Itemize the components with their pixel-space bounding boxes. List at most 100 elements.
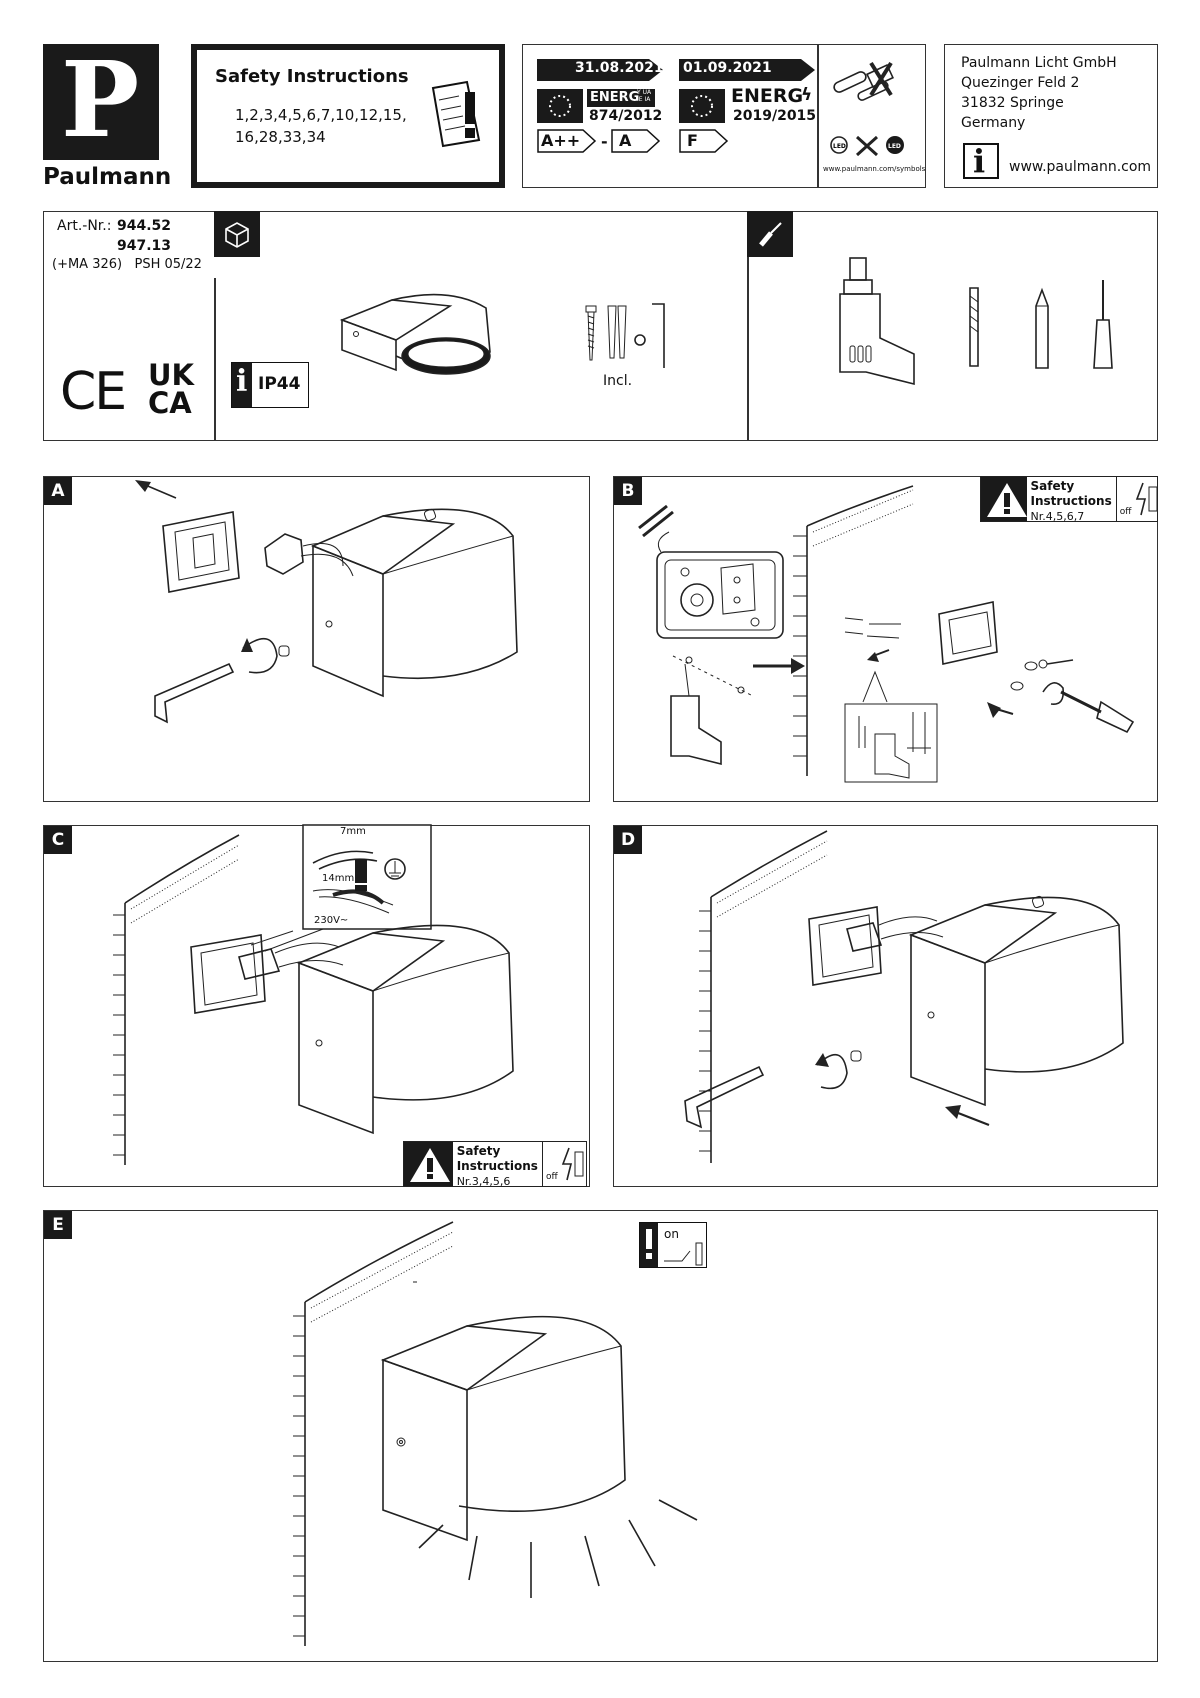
article-extra: (+MA 326) PSH 05/22 <box>52 257 202 272</box>
tools-icon <box>747 211 793 257</box>
warning-triangle-icon <box>981 477 1027 521</box>
drill-bit-icon <box>969 287 979 367</box>
reg-1: 874/2012 <box>589 108 663 124</box>
step-d-label: D <box>614 826 642 854</box>
info-divider-2 <box>747 211 749 441</box>
power-off-icon: off <box>1117 477 1158 521</box>
company-web[interactable]: www.paulmann.com <box>1009 159 1152 175</box>
safety-instructions-box: Safety Instructions 1,2,3,4,5,6,7,10,12,… <box>191 44 505 188</box>
strip-length-2: 14mm <box>322 873 355 884</box>
ip-info-icon: i IP44 <box>231 362 309 408</box>
company-box: Paulmann Licht GmbH Quezinger Feld 2 318… <box>944 44 1158 188</box>
brand-name: Paulmann <box>43 164 172 190</box>
step-a-label: A <box>44 477 72 505</box>
article-label: Art.-Nr.: <box>57 218 112 234</box>
ip-info-bar: i <box>232 363 252 407</box>
power-on-sign: on <box>639 1222 707 1268</box>
eu-flag-icon-2 <box>679 89 725 123</box>
step-c-label: C <box>44 826 72 854</box>
class-to: A <box>619 131 632 150</box>
class-arrow-3 <box>679 129 729 153</box>
step-b-sign-text: Safety Instructions Nr.4,5,6,7 <box>1027 477 1117 523</box>
class-sep: - <box>601 132 608 151</box>
brand-logo: P <box>43 38 159 161</box>
info-icon-glyph: i <box>973 142 986 180</box>
screwdriver-icon <box>1093 280 1113 369</box>
class-from: A++ <box>541 131 581 150</box>
energy-badge-1 <box>587 89 655 107</box>
led-led-icon: LED LED <box>830 135 904 157</box>
document-warning-icon <box>431 80 481 148</box>
class-2: F <box>687 131 698 150</box>
ce-mark: CE <box>60 362 127 422</box>
svg-text:LED: LED <box>888 143 901 150</box>
step-e-illustration <box>293 1221 698 1646</box>
svg-text:LED: LED <box>833 143 846 150</box>
energy-divider <box>817 45 819 187</box>
step-b-off: off <box>1119 507 1132 517</box>
info-divider-1 <box>214 278 216 440</box>
package-icon <box>225 222 249 248</box>
ip-rating: IP44 <box>258 374 301 394</box>
company-city: 31832 Springe <box>961 95 1064 111</box>
power-on-warning-bar <box>640 1223 658 1267</box>
product-info-box <box>43 211 1158 441</box>
energ-2: ENERG <box>731 85 804 107</box>
step-b-label: B <box>614 477 642 505</box>
voltage-label: 230V~ <box>314 915 349 926</box>
step-c-off: off <box>545 1172 558 1182</box>
exclamation-icon <box>646 1229 652 1249</box>
screwdriver-badge-icon <box>759 222 782 247</box>
step-c-sign-nr: Nr.3,4,5,6 <box>456 1175 511 1188</box>
step-c-sign-title-2: Instructions <box>456 1159 538 1173</box>
info-icon: i <box>963 142 999 180</box>
safety-title: Safety Instructions <box>215 66 409 87</box>
reg-2: 2019/2015 <box>733 108 817 124</box>
step-b-safety-sign: Safety Instructions Nr.4,5,6,7 off <box>980 476 1158 523</box>
energ-1: ENERG <box>590 90 640 105</box>
step-a-panel: A <box>43 476 590 802</box>
included-label: Incl. <box>603 373 633 389</box>
bulb-replace-icon <box>833 61 894 101</box>
step-b-sign-nr: Nr.4,5,6,7 <box>1030 510 1085 523</box>
eu-flag-icon <box>537 89 583 123</box>
energ-suffix: Y UA IE IA <box>637 89 652 103</box>
pencil-icon <box>1035 287 1049 369</box>
class-arrow-1 <box>537 129 597 153</box>
box-contents-icon <box>214 211 260 257</box>
date-arrow-2 <box>679 59 815 81</box>
energy-label-box: 31.08.2021 01.09.2021 ENERG Y UA IE IA 8… <box>522 44 926 188</box>
strip-length-1: 7mm <box>340 826 366 837</box>
step-c-sign-text: Safety Instructions Nr.3,4,5,6 <box>453 1142 543 1188</box>
safety-list-1: 1,2,3,4,5,6,7,10,12,15, <box>235 106 407 124</box>
step-d-panel: D <box>613 825 1158 1187</box>
step-c-sign-title-1: Safety <box>456 1144 501 1158</box>
symbols-url: www.paulmann.com/symbols <box>823 165 926 173</box>
article-num-1: 944.52 <box>117 218 172 234</box>
screws-dowels-icon <box>585 303 665 368</box>
step-b-sign-title-2: Instructions <box>1030 494 1112 508</box>
date-2: 01.09.2021 <box>683 60 772 76</box>
ip-info-glyph: i <box>236 364 248 399</box>
class-arrow-2 <box>611 129 661 153</box>
company-name: Paulmann Licht GmbH <box>961 55 1117 71</box>
lamp-product-image <box>339 293 491 375</box>
date-1: 31.08.2021 <box>575 60 664 76</box>
company-country: Germany <box>961 115 1026 131</box>
power-off-icon-c: off <box>543 1142 586 1186</box>
ukca-mark-2: CA <box>148 386 192 420</box>
step-b-illustration <box>638 485 1135 783</box>
step-c-safety-sign: Safety Instructions Nr.3,4,5,6 off <box>403 1141 587 1188</box>
switch-on-icon <box>664 1242 703 1266</box>
brand-letter: P <box>61 38 140 161</box>
warning-triangle-icon-c <box>404 1142 453 1186</box>
drill-icon <box>839 257 915 386</box>
step-e-panel: E <box>43 1210 1158 1662</box>
date-arrow-1 <box>537 59 663 81</box>
ukca-mark-1: UK <box>148 358 195 392</box>
step-d-illustration <box>684 830 1124 1163</box>
power-on-label: on <box>664 1227 679 1241</box>
step-a-illustration <box>135 480 518 724</box>
step-c-illustration <box>113 824 514 1165</box>
energ-bolt-icon: ϟ <box>801 85 813 105</box>
